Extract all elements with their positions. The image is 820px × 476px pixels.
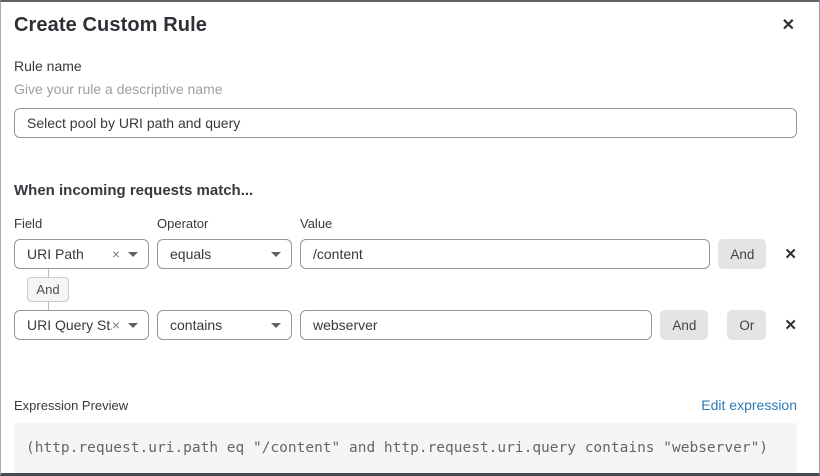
operator-select-value: contains	[170, 317, 223, 333]
rule-name-label: Rule name	[14, 58, 82, 74]
value-input[interactable]	[300, 239, 711, 269]
field-select[interactable]: URI Query St... ×	[14, 310, 149, 340]
clear-icon[interactable]: ×	[111, 317, 120, 333]
and-button[interactable]: And	[660, 310, 709, 340]
and-connector: And	[27, 269, 69, 310]
close-icon[interactable]: ✕	[781, 17, 795, 34]
expression-preview-code: (http.request.uri.path eq "/content" and…	[14, 423, 797, 473]
field-select-value: URI Query St...	[27, 317, 112, 333]
connector-line	[47, 269, 49, 277]
condition-row: URI Query St... × contains And Or ✕	[14, 310, 797, 340]
expression-header: Expression Preview Edit expression	[14, 397, 797, 413]
chevron-down-icon[interactable]	[271, 251, 281, 257]
delete-row-icon[interactable]: ✕	[784, 316, 797, 334]
and-connector-chip: And	[27, 277, 69, 302]
field-select-value: URI Path	[27, 246, 84, 262]
delete-row-icon[interactable]: ✕	[784, 245, 797, 263]
dialog-header: Create Custom Rule ✕	[14, 14, 797, 37]
field-select[interactable]: URI Path ×	[14, 239, 149, 269]
value-column-label: Value	[300, 216, 333, 231]
chevron-down-icon[interactable]	[128, 251, 138, 257]
operator-select-value: equals	[170, 246, 212, 262]
expression-preview-label: Expression Preview	[14, 398, 129, 413]
operator-select[interactable]: equals	[157, 239, 292, 269]
column-labels: Field Operator Value	[14, 216, 797, 231]
page-title: Create Custom Rule	[14, 14, 207, 36]
edit-expression-link[interactable]: Edit expression	[701, 397, 797, 413]
rule-name-input[interactable]	[14, 108, 797, 138]
chevron-down-icon[interactable]	[271, 322, 281, 328]
connector-line	[47, 302, 49, 310]
clear-icon[interactable]: ×	[111, 246, 120, 262]
match-section-heading: When incoming requests match...	[14, 182, 254, 199]
operator-column-label: Operator	[157, 216, 209, 231]
value-input[interactable]	[300, 310, 653, 340]
field-column-label: Field	[14, 216, 43, 231]
chevron-down-icon[interactable]	[128, 322, 138, 328]
or-button[interactable]: Or	[727, 310, 767, 340]
and-button[interactable]: And	[718, 239, 767, 269]
operator-select[interactable]: contains	[157, 310, 292, 340]
condition-row: URI Path × equals And ✕	[14, 239, 797, 269]
rule-name-hint: Give your rule a descriptive name	[14, 81, 223, 97]
